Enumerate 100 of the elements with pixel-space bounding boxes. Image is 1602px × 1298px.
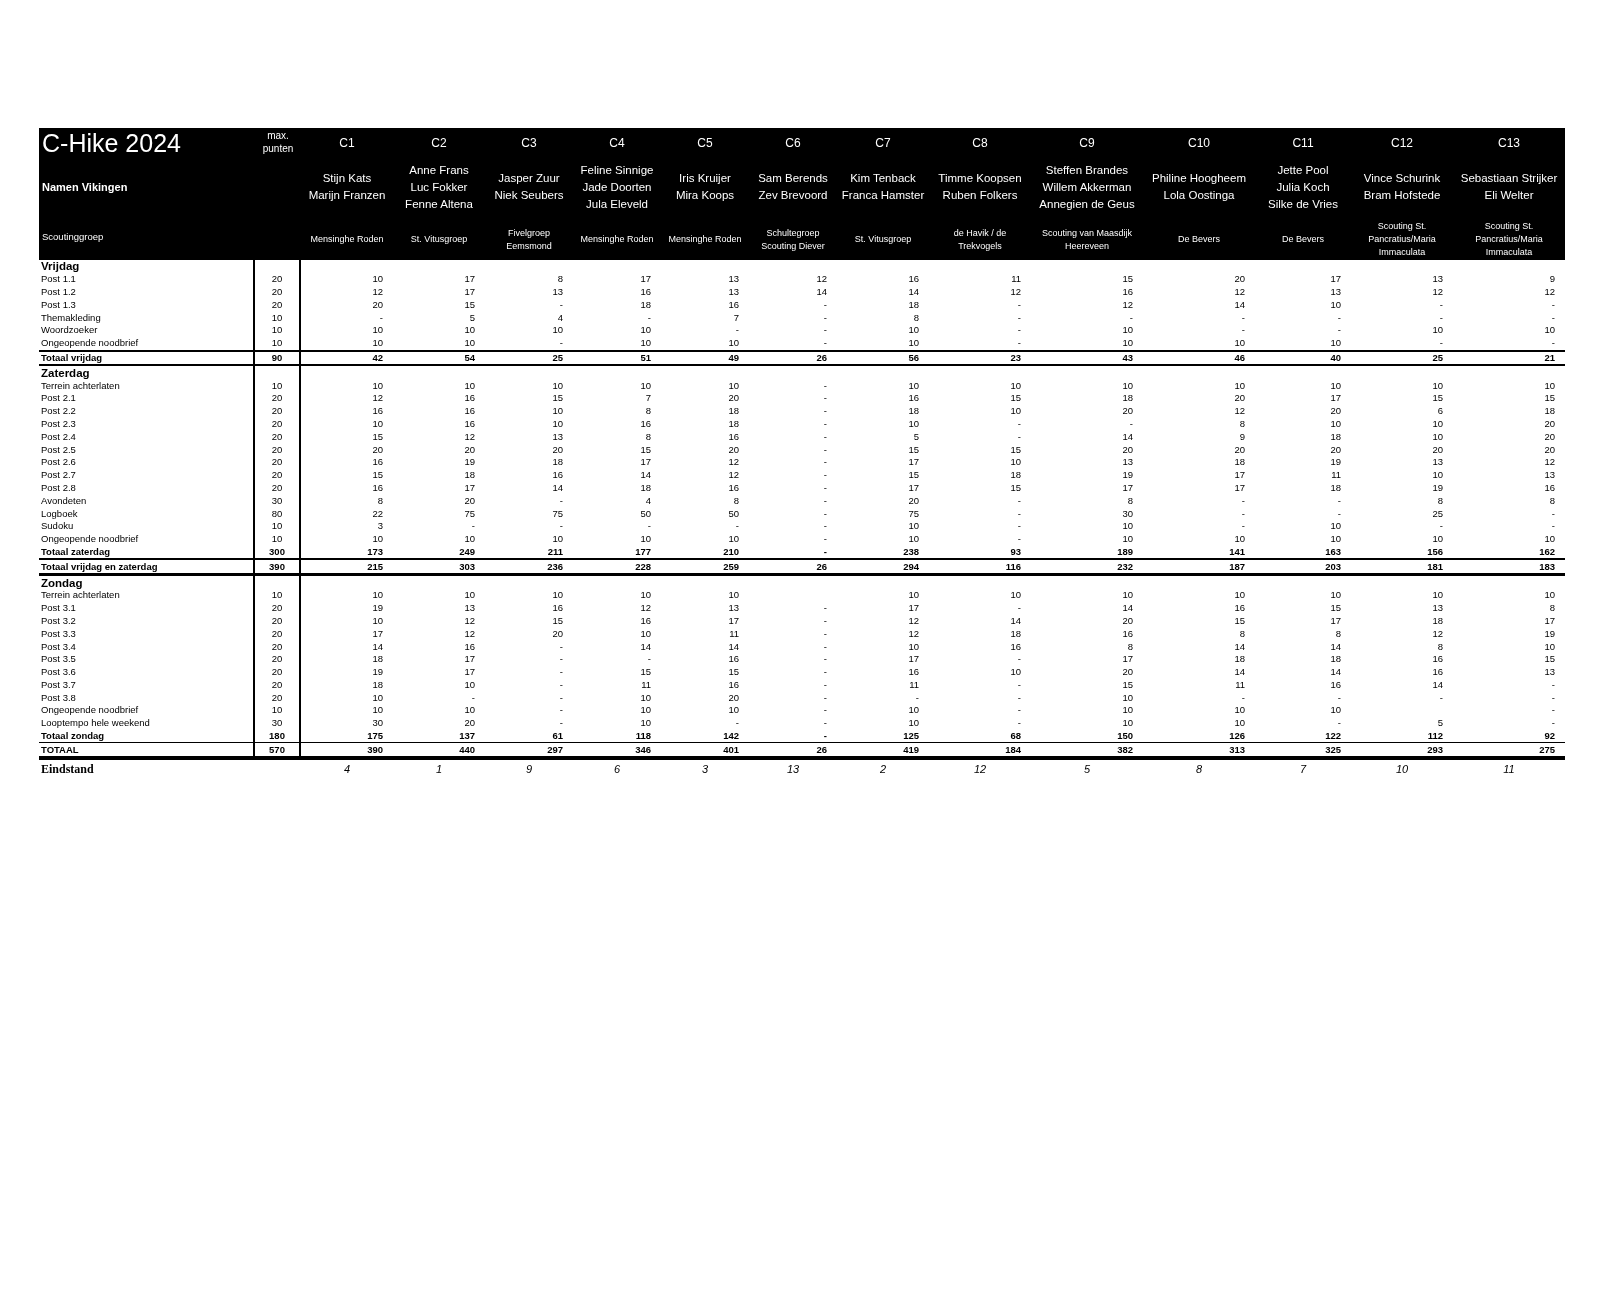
score-value: 8 [1335,627,1341,640]
score-value: 8 [1437,494,1443,507]
score-value: - [1551,298,1555,311]
score-value: 10 [728,589,739,602]
score-value: 16 [372,481,383,494]
total-label: Totaal vrijdag en zaterdag [41,560,158,573]
score-value: - [1017,704,1021,717]
score-value: - [1017,520,1021,533]
total-label: TOTAAL [41,743,79,756]
score-value: 16 [464,392,475,405]
score-value: - [1017,324,1021,337]
team-member-name: Zev Brevoord [758,188,828,203]
score-value: 10 [1122,717,1133,730]
score-value: 10 [1330,533,1341,546]
row-label: Post 2.2 [41,405,76,418]
score-value: 22 [372,507,383,520]
column-heading: C4 [609,136,625,150]
row-label: Post 3.3 [41,627,76,640]
row-heading: Scoutinggroep [42,231,104,242]
total-score: 40 [1330,351,1341,364]
score-value: 13 [552,286,563,298]
total-score: - [823,545,827,558]
score-value: - [1017,602,1021,615]
score-value: 14 [1010,614,1021,627]
total-score: 210 [723,545,739,558]
score-value: 20 [1234,273,1245,286]
score-value: 18 [372,653,383,666]
score-value: - [1337,691,1341,704]
score-value: 18 [728,417,739,430]
team-member-name: Feline Sinnige [580,162,654,178]
total-score: 228 [635,560,651,573]
score-value: - [823,704,827,717]
score-value: 15 [1010,443,1021,456]
row-label: Post 1.1 [41,273,76,286]
row-label: Post 3.6 [41,666,76,679]
score-value: 10 [1010,666,1021,679]
total-score: 125 [903,730,919,743]
score-value: 10 [1010,456,1021,469]
score-value: 10 [1330,417,1341,430]
total-score: 43 [1122,351,1133,364]
score-value: 10 [552,417,563,430]
max-points-value: 390 [269,560,285,573]
total-score: 189 [1117,545,1133,558]
total-score: 150 [1117,730,1133,743]
score-value: 10 [1544,379,1555,392]
max-points-value: 20 [271,405,283,418]
score-value: 12 [372,392,383,405]
score-value: 12 [372,286,383,298]
score-value: - [823,379,827,392]
score-value: 12 [1234,405,1245,418]
score-value: 15 [1010,392,1021,405]
total-label: Totaal zaterdag [41,545,110,558]
score-value: - [559,640,563,653]
score-value: 10 [640,717,651,730]
score-value: 20 [908,494,919,507]
score-value: 10 [1432,430,1443,443]
score-value: 17 [464,286,475,298]
team-member-name: Julia Koch [1276,179,1330,195]
row-label: Looptempo hele weekend [41,717,150,730]
row-label: Sudoku [41,520,74,533]
score-value: 19 [1330,456,1341,469]
score-value: 13 [728,602,739,615]
score-value: 20 [728,443,739,456]
score-value: 14 [1234,298,1245,311]
score-value: 10 [1122,520,1133,533]
score-value: 12 [1432,286,1443,298]
ranking-label: Eindstand [41,763,94,776]
score-value: 11 [1011,273,1021,286]
score-value: 12 [464,430,475,443]
score-value: 50 [640,507,651,520]
score-value: 30 [1122,507,1133,520]
score-value: - [915,691,919,704]
team-member-name: Willem Akkerman [1042,179,1132,195]
team-member-name: Jette Pool [1277,162,1329,178]
score-value: 7 [733,311,739,324]
column-heading: C1 [339,136,355,150]
score-value: 17 [1330,614,1341,627]
section-heading: Vrijdag [41,260,80,273]
score-value: - [1241,520,1245,533]
score-value: 10 [1122,589,1133,602]
total-score: 25 [552,351,563,364]
score-value: 12 [1010,286,1021,298]
score-value: 10 [1234,704,1245,717]
score-value: - [735,520,739,533]
score-value: 8 [1127,494,1133,507]
total-score: 303 [459,560,475,573]
score-value: 18 [1234,653,1245,666]
team-member-name: Anne Frans [409,162,469,178]
rank-value: 2 [879,763,887,776]
score-value: 10 [464,337,475,350]
column-heading: C7 [875,136,891,150]
team-member-name: Niek Seubers [494,188,564,203]
scout-group-name: Mensinghe Roden [580,233,654,246]
team-member-name: Mira Koops [675,188,735,203]
score-value: 4 [557,311,563,324]
score-value: - [1439,298,1443,311]
team-member-name: Eli Welter [1484,188,1534,203]
score-value: 15 [552,392,563,405]
score-value: 17 [640,456,651,469]
score-value: 20 [1544,417,1555,430]
